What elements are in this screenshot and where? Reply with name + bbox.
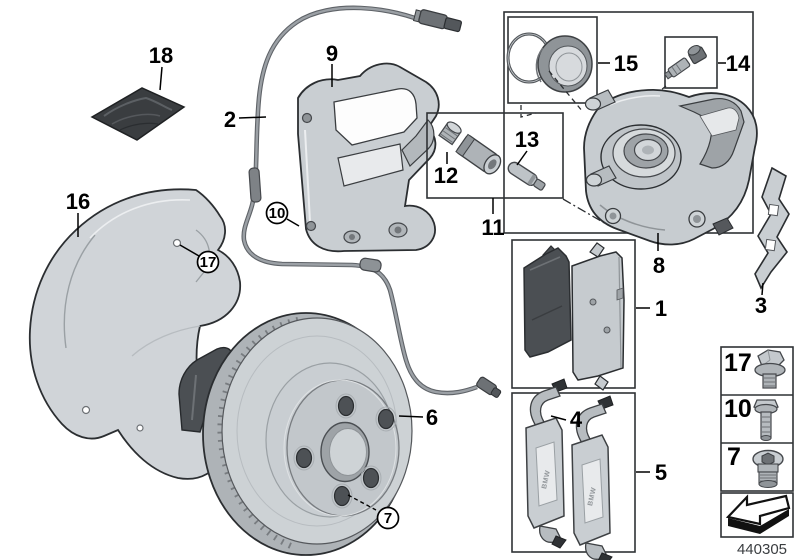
callout-10-circle [265,201,289,225]
leader-2 [238,116,267,119]
part-2-sensor-cable [241,5,502,398]
leader-18 [159,66,163,91]
bmw-marking: BMW [541,470,552,490]
leader-4 [550,415,567,421]
part-18-packet [90,87,186,141]
callout-16: 16 [66,189,90,214]
callout-8: 8 [653,253,665,278]
part-12-cap [438,121,462,146]
group-box-1 [511,239,636,389]
legend-label-7: 7 [727,443,741,471]
lug-bolt-holes [293,393,397,509]
callout-18: 18 [149,43,173,68]
part-5-clip: BMW [571,395,614,560]
sensor-connector-plug [412,9,463,33]
part-6-brake-disc [202,312,413,556]
callout-1: 1 [655,296,667,321]
part-15-seal-and-boot [506,32,593,93]
legend-plug-7-icon [752,449,784,488]
pointer-11-to-caliper [562,198,609,226]
callout-10-circled: 10 [269,205,286,222]
leader-6 [398,415,424,418]
callout-5: 5 [655,460,667,485]
callout-12: 12 [434,163,458,188]
sensor-head [476,376,502,398]
bmw-marking: BMW [587,487,598,507]
diagram-number: 440305 [737,541,787,558]
part-3-retaining-spring [754,166,790,290]
leader-13 [516,150,528,166]
pointer-15-bracket [520,105,537,118]
part-4-clip: BMW [525,378,568,549]
callout-11: 11 [481,215,504,240]
callout-6: 6 [426,405,438,430]
direction-arrow-icon [725,494,791,534]
callout-17-circle [196,250,220,274]
leader-7-circled [347,494,377,511]
part-13-guide-pin [507,161,546,191]
group-box-4-5 [511,392,636,553]
part-1-brake-pads [523,242,625,391]
legend-fasteners: 17 10 7 [720,346,794,492]
group-box-11 [426,112,564,199]
group-box-14 [664,36,718,89]
direction-arrow-box [720,492,794,538]
legend-bolt-17-icon [754,349,786,389]
part-14-bleeder-valve [663,45,707,80]
callout-17-circled: 17 [200,254,217,271]
legend-bolt-10-icon [753,399,779,441]
callout-7-circled: 7 [384,510,392,527]
legend-table-border [720,346,794,492]
part-8-brake-caliper [583,88,758,246]
callout-2: 2 [224,107,236,132]
callout-13: 13 [515,127,539,152]
callout-9: 9 [326,41,338,66]
callout-7-circle [376,506,400,530]
callout-14: 14 [726,51,751,76]
leader-17-circled [179,244,200,257]
leader-10-circled [286,218,300,227]
part-12-guide-bush [455,133,502,175]
legend-label-17: 17 [724,349,752,377]
part-9-carrier-bracket [297,62,440,253]
callout-15: 15 [614,51,638,76]
callout-3: 3 [755,293,767,318]
legend-label-10: 10 [724,395,752,423]
leader-3 [761,282,764,296]
callout-4: 4 [570,407,583,432]
